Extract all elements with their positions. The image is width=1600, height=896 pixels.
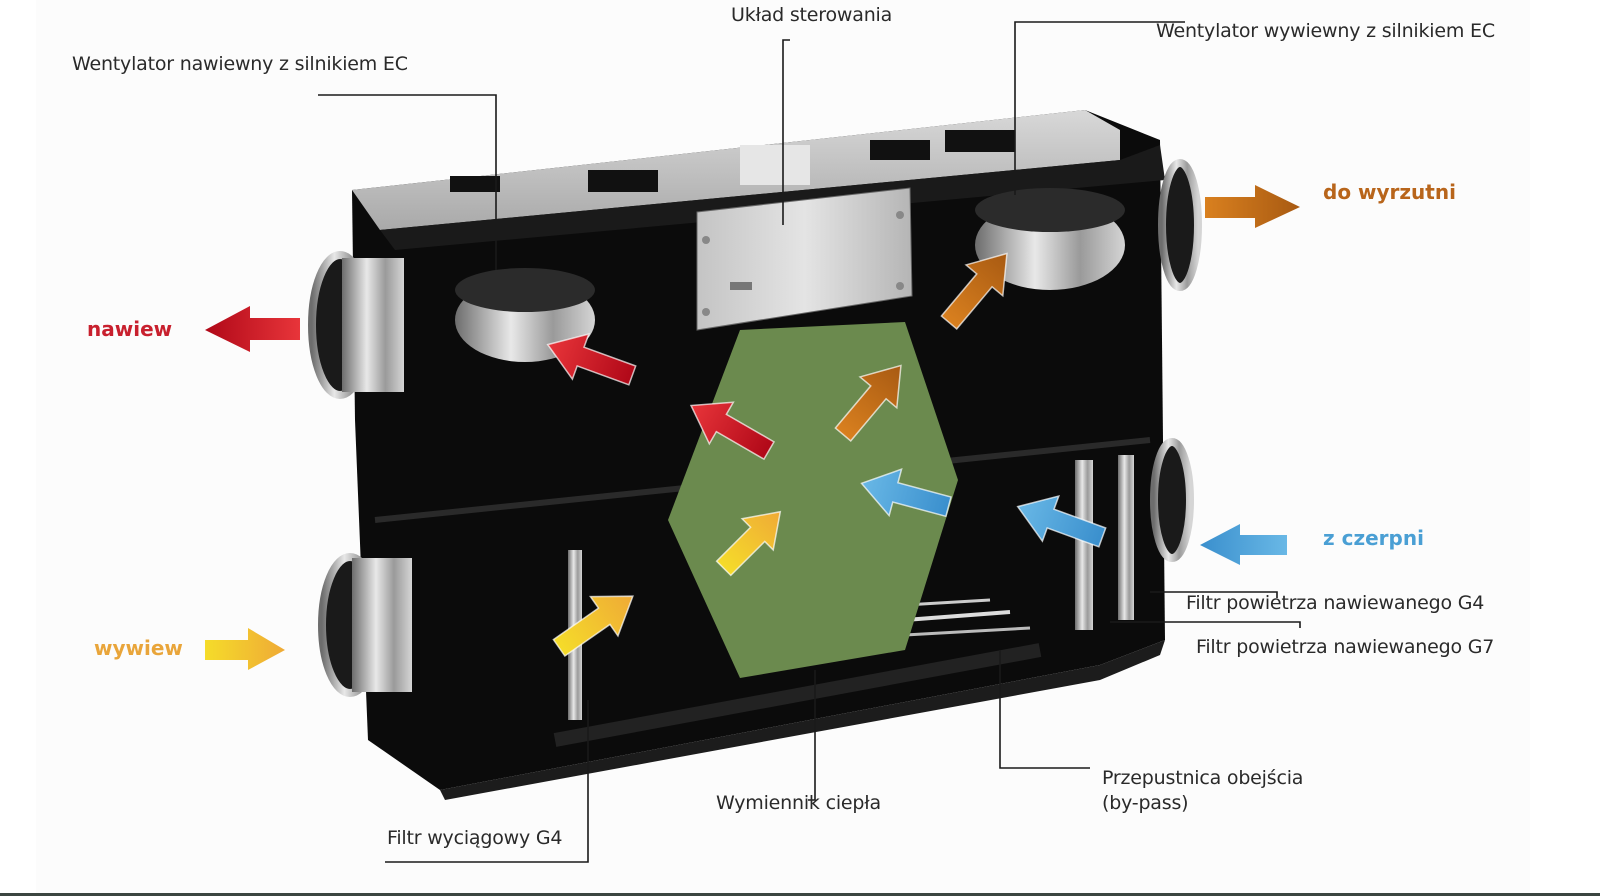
duct-supply-out (308, 251, 404, 399)
duct-exhaust-out (1158, 159, 1202, 291)
leader-lines (318, 21, 1301, 863)
leader-bypass (999, 650, 1090, 769)
supply-filters (1075, 455, 1134, 630)
arrow-wyrzutnia-icon (1205, 185, 1300, 228)
label-supply-filter-g4: Filtr powietrza nawiewanego G4 (1186, 592, 1485, 614)
arrow-yellow-exchanger (715, 510, 782, 577)
exhaust-fan (975, 188, 1125, 290)
arrow-red-exchanger (689, 401, 775, 461)
label-bypass-line2: (by-pass) (1102, 792, 1189, 814)
leader-supply-fan (318, 94, 497, 270)
label-control-unit: Układ sterowania (731, 4, 893, 26)
arrow-czerpnia-icon (1200, 524, 1287, 565)
leader-filter-g4 (1150, 591, 1278, 598)
leader-exhaust-fan (1014, 21, 1185, 195)
leader-control-unit (782, 39, 790, 225)
duct-extract-in (318, 553, 412, 697)
label-bypass-line1: Przepustnica obejścia (1102, 767, 1304, 789)
label-heat-exchanger: Wymiennik ciepła (716, 792, 881, 814)
arrow-orange-fan (940, 252, 1008, 330)
arrow-yellow-filter (552, 595, 634, 658)
leader-heat-exchanger (808, 670, 816, 801)
arrow-wywiew-icon (205, 628, 285, 670)
bottom-border (0, 893, 1600, 896)
flow-label-wywiew: wywiew (94, 636, 183, 660)
label-supply-filter-g7: Filtr powietrza nawiewanego G7 (1196, 636, 1495, 658)
duct-intake-in (1150, 438, 1194, 562)
control-unit-panel (696, 145, 913, 331)
leader-filter-g7 (1110, 621, 1301, 628)
arrow-orange-exchanger (834, 364, 902, 442)
label-extract-filter: Filtr wyciągowy G4 (387, 827, 563, 849)
flow-label-z-czerpni: z czerpni (1323, 526, 1424, 550)
heat-exchanger (668, 322, 958, 678)
arrow-red-fan (546, 332, 637, 386)
label-supply-fan: Wentylator nawiewny z silnikiem EC (72, 53, 408, 75)
arrow-blue-filter (1016, 494, 1107, 548)
internal-flow-arrows (546, 252, 1107, 658)
flow-label-do-wyrzutni: do wyrzutni (1323, 180, 1456, 204)
arrow-blue-exchanger (860, 468, 952, 518)
arrow-nawiew-icon (205, 306, 300, 352)
flow-label-nawiew: nawiew (87, 317, 173, 341)
label-exhaust-fan: Wentylator wywiewny z silnikiem EC (1156, 20, 1495, 42)
leader-extract-filter (385, 700, 589, 863)
